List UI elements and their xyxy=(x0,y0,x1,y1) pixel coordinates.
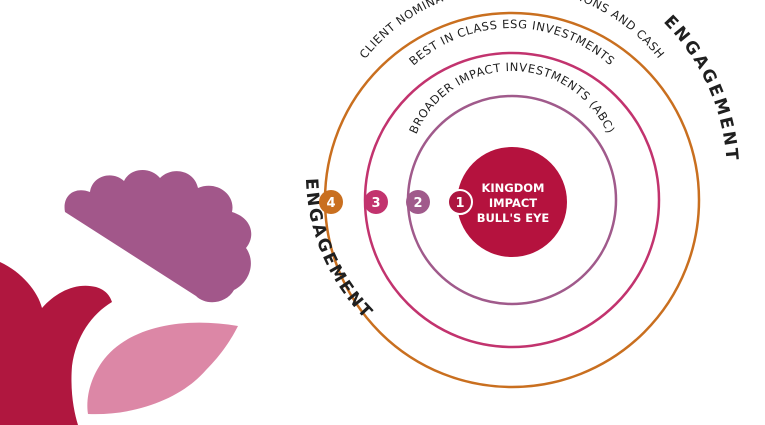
ring-1-number: 1 xyxy=(455,196,464,211)
bullseye-circle xyxy=(457,147,567,257)
ring-4-badge xyxy=(319,190,343,214)
ring-1-badge xyxy=(447,189,473,215)
ring-3-number: 3 xyxy=(371,196,380,211)
flower-purple-petal xyxy=(64,170,252,303)
bullseye-line-3: BULL'S EYE xyxy=(477,211,550,225)
ring-2-badge xyxy=(406,190,430,214)
ring-2-label: BROADER IMPACT INVESTMENTS (ABC) xyxy=(406,60,618,136)
flower-illustration xyxy=(0,170,252,425)
ring-4-number: 4 xyxy=(326,196,335,211)
bullseye-line-1: KINGDOM xyxy=(481,181,544,195)
bullseye-line-2: IMPACT xyxy=(489,196,537,210)
flower-red-petal xyxy=(0,262,112,425)
engagement-label-top: ENGAGEMENT xyxy=(660,12,742,164)
flower-pink-petal xyxy=(87,322,239,415)
ring-3-badge xyxy=(364,190,388,214)
ring-2-number: 2 xyxy=(413,196,422,211)
